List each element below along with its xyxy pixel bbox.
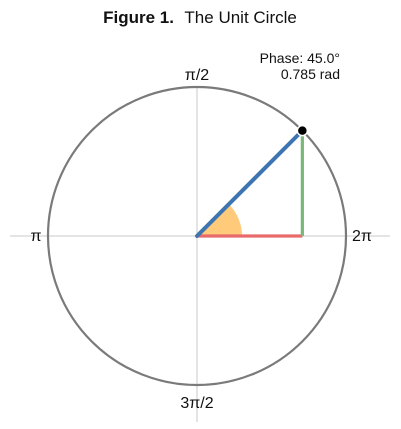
unit-circle [46, 85, 348, 387]
phase-point [296, 124, 309, 137]
label-3pi-over-2: 3π/2 [180, 395, 213, 412]
label-2pi: 2π [352, 228, 372, 245]
figure-label: Figure 1. [103, 8, 174, 27]
figure-title: Figure 1. The Unit Circle [103, 8, 297, 27]
phase-degrees-text: Phase: 45.0° [260, 50, 340, 66]
radius-line [195, 128, 305, 238]
label-pi: π [30, 228, 41, 245]
figure-title-text: The Unit Circle [184, 8, 296, 27]
label-pi-over-2: π/2 [185, 67, 209, 84]
phase-radians-text: 0.785 rad [281, 66, 340, 82]
angle-wedge [197, 204, 242, 236]
